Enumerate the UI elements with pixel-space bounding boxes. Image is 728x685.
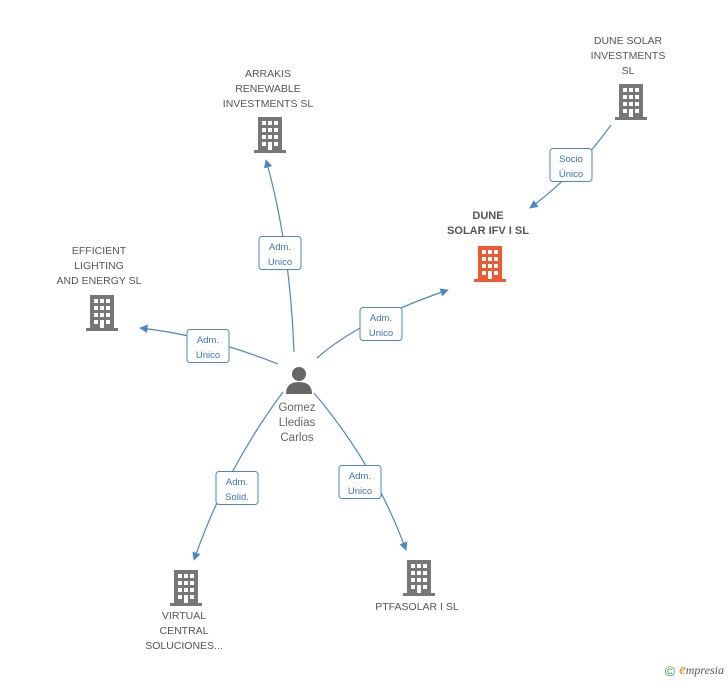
company-label-line[interactable]: RENEWABLE: [235, 83, 301, 95]
edge-label-line: Adm.: [197, 335, 219, 346]
footer-brand: © empresia: [665, 662, 724, 679]
edge-label-line: Adm.: [370, 313, 392, 324]
edge-label-line: Único: [559, 169, 583, 180]
edge-label-box[interactable]: [215, 471, 259, 505]
company-node-virtual[interactable]: VIRTUAL CENTRAL SOLUCIONES...: [145, 570, 223, 652]
edge-virtual[interactable]: Adm. Solid.: [192, 391, 284, 561]
brand-initial: e: [679, 662, 686, 678]
edge-label-box[interactable]: [549, 148, 593, 182]
edge-label-line: Unico: [196, 350, 220, 361]
company-label-line[interactable]: ARRAKIS: [245, 68, 291, 80]
building-icon[interactable]: [474, 246, 506, 282]
company-label-line[interactable]: SOLAR IFV I SL: [447, 225, 529, 237]
person-name-line[interactable]: Carlos: [280, 432, 313, 444]
company-label-line[interactable]: PTFASOLAR I SL: [375, 601, 459, 613]
building-icon[interactable]: [86, 295, 118, 331]
company-label-line[interactable]: AND ENERGY SL: [57, 275, 142, 287]
empresia-logo[interactable]: empresia: [679, 662, 724, 679]
building-icon[interactable]: [615, 84, 647, 120]
brand-rest: mpresia: [685, 663, 724, 677]
edge-label-line: Unico: [268, 257, 292, 268]
edge-label-line: Adm.: [269, 242, 291, 253]
edge-dune-ifv[interactable]: Adm. Unico: [316, 288, 449, 359]
building-icon[interactable]: [403, 560, 435, 596]
edge-ptfasolar[interactable]: Adm. Unico: [313, 392, 408, 551]
person-name-line[interactable]: Gomez: [278, 402, 315, 414]
company-label-line[interactable]: VIRTUAL: [162, 610, 206, 622]
edge-label-line: Adm.: [226, 477, 248, 488]
edge-label-line: Unico: [369, 328, 393, 339]
edge-label-box[interactable]: [338, 465, 382, 499]
company-node-efficient[interactable]: EFFICIENT LIGHTING AND ENERGY SL: [57, 245, 142, 331]
company-node-dune-ifv[interactable]: DUNE SOLAR IFV I SL: [447, 210, 529, 282]
person-name-line[interactable]: Lledias: [279, 417, 316, 429]
edge-label-box[interactable]: [186, 329, 230, 363]
edge-label-line: Unico: [348, 486, 372, 497]
company-label-line[interactable]: DUNE SOLAR: [594, 35, 663, 47]
person-icon[interactable]: [286, 367, 312, 394]
copyright-icon: ©: [664, 662, 676, 679]
company-node-arrakis[interactable]: ARRAKIS RENEWABLE INVESTMENTS SL: [223, 68, 314, 153]
edge-label-line: Adm.: [349, 471, 371, 482]
company-label-line[interactable]: INVESTMENTS: [591, 50, 666, 62]
company-label-line[interactable]: SOLUCIONES...: [145, 640, 223, 652]
edge-label-line: Socio: [559, 154, 583, 165]
company-label-line[interactable]: EFFICIENT: [72, 245, 127, 257]
edge-label-box[interactable]: [359, 307, 403, 341]
company-label-line[interactable]: LIGHTING: [74, 260, 124, 272]
building-icon[interactable]: [170, 570, 202, 606]
edges-layer: Adm.UnicoAdm.UnicoAdm.UnicoAdm.Solid.Adm…: [139, 124, 612, 561]
edge-efficient[interactable]: Adm. Unico: [139, 324, 279, 365]
company-label-line[interactable]: INVESTMENTS SL: [223, 98, 314, 110]
building-icon[interactable]: [254, 117, 286, 153]
company-label-line[interactable]: CENTRAL: [159, 625, 208, 637]
company-node-dune-inv[interactable]: DUNE SOLAR INVESTMENTS SL: [591, 35, 666, 120]
edge-label-box[interactable]: [258, 236, 302, 270]
edge-label-line: Solid.: [225, 492, 249, 503]
company-node-ptfasolar[interactable]: PTFASOLAR I SL: [375, 560, 459, 613]
company-label-line[interactable]: SL: [622, 65, 635, 77]
edge-arrakis[interactable]: Adm. Unico: [258, 159, 302, 353]
company-label-line[interactable]: DUNE: [472, 210, 503, 222]
